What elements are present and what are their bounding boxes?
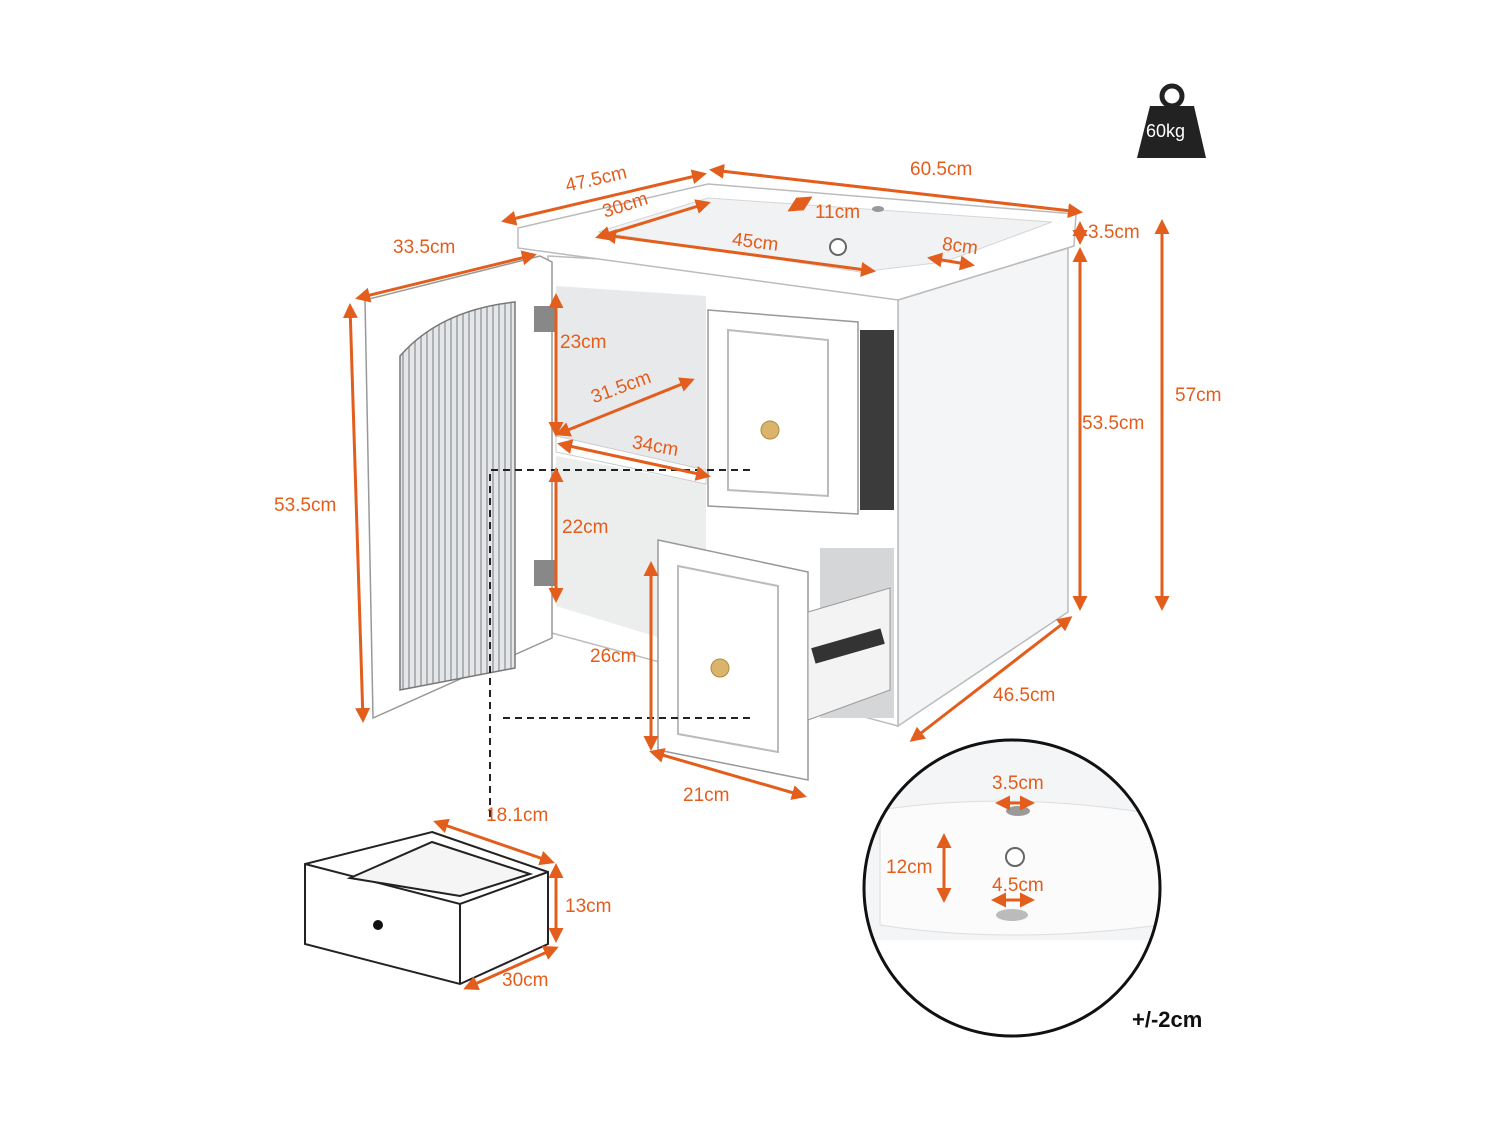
overflow-offset-label: 8cm [940,233,980,260]
weight-icon [1137,83,1206,158]
dimension-lines [342,163,1170,990]
cabinet-door [364,255,556,720]
basin-width-label: 45cm [730,229,780,256]
cabinet-depth-label: 46.5cm [993,685,1056,706]
top-width-label: 60.5cm [910,159,973,180]
upper-space-label: 23cm [560,332,607,353]
weight-label: 60kg [1146,121,1186,141]
total-height-label: 57cm [1175,385,1222,406]
tolerance-note: +/-2cm [1132,1007,1203,1032]
drawer-front-height-label: 26cm [590,646,637,667]
inner-drawer-height-label: 13cm [565,896,612,917]
basin-bowl-depth-label: 12cm [886,857,933,878]
side-panel [897,246,1069,728]
cabinet-height-label: 53.5cm [1082,413,1145,434]
lower-space-label: 22cm [562,517,609,538]
drawer-front-width-label: 21cm [683,785,730,806]
inner-drawer-width-label: 30cm [502,970,549,991]
drain-hole-label: 4.5cm [992,875,1044,896]
upper-drawer [707,309,859,515]
top-thickness-label: 3.5cm [1088,222,1140,243]
door-width-label: 33.5cm [393,237,456,258]
detached-drawer [304,830,549,986]
basin-detail-lens [862,738,1162,1038]
tap-offset-label: 11cm [815,202,861,223]
door-height-label: 53.5cm [274,495,337,516]
tap-hole-label: 3.5cm [992,773,1044,794]
inner-drawer-depth-label: 18.1cm [486,805,549,826]
